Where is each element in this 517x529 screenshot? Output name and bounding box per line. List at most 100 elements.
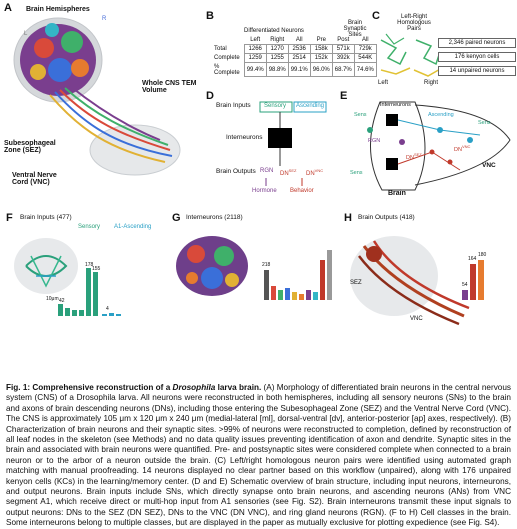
stats-cell: 74.6% [353,62,377,77]
pairs-right: Right [424,80,439,86]
legend-sensory: Sensory [78,224,101,230]
panel-label-f: F [6,212,13,224]
brain-inputs-label: Brain Inputs [216,102,251,109]
h-sez: SEZ [350,280,362,286]
g-bar-value: 218 [262,262,271,268]
panel-label-a: A [4,2,12,14]
e-interneurons: Interneurons [380,102,411,108]
orient-r: R [102,16,107,22]
stats-cell: 1266 [243,44,267,54]
col-header: Pre [316,37,326,43]
brain-outputs-label: Brain Outputs [216,168,256,175]
stats-cell: 1255 [265,53,289,63]
panel-label-h: H [344,212,352,224]
caption-lead-italic: Drosophila [172,383,216,392]
e-ascending: Ascending [428,112,454,118]
panel-label-e: E [340,90,348,102]
stats-cell: 68.7% [331,62,355,77]
e-sens-right: Sens [478,120,491,126]
e-dn-sez-text: DN [406,154,414,161]
dn-sez-sup: SEZ [288,168,297,173]
cns-render-image [13,17,181,176]
f-bar-value: 178 [85,262,94,268]
e-dn-sez-sup: SEZ [413,152,422,157]
schematic-e [367,101,511,191]
pairs-left: Left [378,80,389,86]
stats-cell: 99.1% [287,62,311,77]
inputs-render-image [14,238,78,294]
dn-sez-label: DNSEZ [280,168,296,177]
col-header: All [361,37,369,43]
stats-cell: 1259 [243,53,267,63]
dn-vnc-sup: VNC [314,168,324,173]
stats-cell: 392k [331,53,355,63]
stats-cell: 2514 [287,53,311,63]
kenyon-cells-box: 176 kenyon cells [438,52,516,62]
e-brain: Brain [388,190,406,197]
panel-f: F Brain Inputs (477) Sensory A1-Ascendin… [6,212,170,377]
scale-bar: 10μm [46,296,59,302]
behavior-label: Behavior [290,188,314,194]
panel-h-title: Brain Outputs (418) [358,214,415,221]
e-vnc: VNC [482,162,496,169]
panel-label-c: C [372,10,380,22]
e-dn-vnc-text: DN [454,146,462,153]
panel-b: B Differentiated Neurons Brain Synaptic … [206,2,377,102]
h-vnc: VNC [410,316,423,322]
ascending-label: Ascending [296,103,325,109]
h-bar-value: 164 [468,256,477,262]
stats-group-synapses: Brain Synaptic Sites [343,20,367,38]
interneurons-render-image [176,236,332,300]
panel-c: C Left-Right Homologous Pairs Left Right [372,2,517,92]
f-bar-value: 42 [59,298,65,304]
stats-group-neurons: Differentiated Neurons [244,28,304,34]
label-whole-cns: Whole CNS TEM Volume [142,80,197,94]
panel-f-title: Brain Inputs (477) [20,214,72,221]
pairs-image [380,33,443,77]
col-header: Left [250,37,261,43]
caption-lead-end: larva brain. [215,383,262,392]
rgn-label: RGN [260,168,274,174]
caption-lead: Fig. 1: Comprehensive reconstruction of … [6,383,261,392]
stats-row: Complete 1259 1255 2514 152k 392k 544K [212,53,377,63]
stats-cell: 1270 [265,44,289,54]
stats-cell: 158k [309,44,333,54]
panel-label-d: D [206,90,214,102]
panel-label-g: G [172,212,181,224]
stats-header-row: Left Right All Pre Post All [212,36,376,45]
paired-neurons-box: 2,346 paired neurons [438,38,516,48]
stats-cell: 2536 [287,44,311,54]
e-dn-sez: DNSEZ [406,152,422,161]
stats-cell: 152k [309,53,333,63]
panel-a: A Brain Hemispheres L R Whole CNS TEM Vo… [0,0,200,205]
col-header: All [295,37,303,43]
figure-caption: Fig. 1: Comprehensive reconstruction of … [6,383,511,529]
panel-h: H Brain Outputs (418) SEZ VNC 54 164 180 [344,212,514,377]
caption-body: (A) Morphology of differentiated brain n… [6,383,511,528]
pairs-title: Left-Right Homologous Pairs [397,14,431,32]
outputs-render-image [350,236,484,326]
panel-a-title: Brain Hemispheres [26,6,90,13]
f-bar-value: 4 [106,306,109,312]
e-rgn: RGN [368,138,381,144]
h-bar-value: 54 [462,282,468,288]
stats-cell: 571k [331,44,355,54]
stats-row: Total 1266 1270 2536 158k 571k 729k [212,44,377,54]
row-label: Total [214,46,227,52]
caption-lead-text: Fig. 1: Comprehensive reconstruction of … [6,383,173,392]
e-sens-left: Sens [350,170,363,176]
panel-g: G Interneurons (2118) 218 [172,212,342,377]
col-header: Right [270,37,285,43]
panel-label-b: B [206,10,214,22]
dn-vnc-label: DNVNC [306,168,323,177]
e-sens-top: Sens [354,112,367,118]
schematic-d [259,101,327,186]
interneurons-label: Interneurons [226,134,263,141]
stats-cell: 96.0% [309,62,333,77]
dn-sez-text: DN [280,171,289,177]
dn-vnc-text: DN [306,171,315,177]
col-header: Post [337,37,350,43]
panel-d: D Brain Inputs Sensory Ascending Interne… [206,90,341,202]
stats-cell: 98.8% [265,62,289,77]
row-label: Complete [214,55,240,61]
